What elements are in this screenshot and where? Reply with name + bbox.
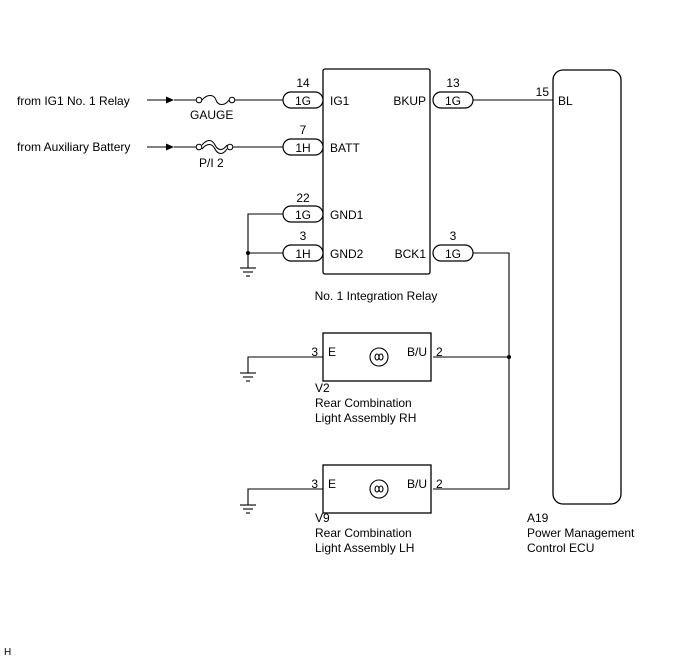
wire-rh-to-ground xyxy=(247,356,323,373)
wire-lh-to-ground xyxy=(247,488,323,505)
rh-bulb-icon xyxy=(369,347,389,367)
relay-ground-icon xyxy=(240,267,256,277)
rh-light-line1: Rear Combination xyxy=(315,396,412,410)
ecu-name-line2: Control ECU xyxy=(527,541,594,555)
ecu-terminal-label: BL xyxy=(558,94,573,108)
pi2-fusible-link-symbol xyxy=(195,139,234,155)
batt-connector-code: 1H xyxy=(295,141,310,155)
ig1-arrow-head xyxy=(166,96,174,104)
source-aux-battery-label: from Auxiliary Battery xyxy=(17,140,130,154)
lh-bulb-icon xyxy=(369,479,389,499)
lh-right-terminal-label: B/U xyxy=(407,477,427,491)
ecu-name-line1: Power Management xyxy=(527,526,635,540)
lh-light-line2: Light Assembly LH xyxy=(315,541,414,555)
gnd2-connector-code: 1H xyxy=(295,247,310,261)
rh-left-pin-number: 3 xyxy=(311,345,318,359)
wire-gnd1-gnd2 xyxy=(247,213,283,254)
gnd1-terminal-label: GND1 xyxy=(330,208,364,222)
rh-light-code: V2 xyxy=(315,381,330,395)
gauge-fuse-label: GAUGE xyxy=(190,108,233,122)
bkup-pin-number: 13 xyxy=(446,76,460,90)
ig1-terminal-label: IG1 xyxy=(330,94,350,108)
bkup-terminal-label: BKUP xyxy=(393,94,426,108)
aux-arrow-head xyxy=(166,143,174,151)
lh-left-terminal-label: E xyxy=(328,477,336,491)
gnd2-pin-number: 3 xyxy=(300,229,307,243)
gnd2-terminal-label: GND2 xyxy=(330,247,364,261)
bck1-pin-number: 3 xyxy=(450,229,457,243)
batt-terminal-label: BATT xyxy=(330,141,360,155)
bus-splice-dot xyxy=(507,355,511,359)
source-ig1-relay-label: from IG1 No. 1 Relay xyxy=(17,94,130,108)
lh-right-pin-number: 2 xyxy=(436,477,443,491)
batt-pin-number: 7 xyxy=(300,123,307,137)
rh-left-terminal-label: E xyxy=(328,345,336,359)
gnd1-pin-number: 22 xyxy=(296,191,310,205)
wire-bck1-bus xyxy=(433,252,510,490)
rh-ground-icon xyxy=(240,372,256,382)
rh-light-line2: Light Assembly RH xyxy=(315,411,416,425)
integration-relay-name: No. 1 Integration Relay xyxy=(315,289,438,303)
corner-mark: H xyxy=(4,647,11,658)
lh-light-line1: Rear Combination xyxy=(315,526,412,540)
lh-ground-icon xyxy=(240,504,256,514)
ecu-box xyxy=(552,69,622,505)
pi2-fuse-label: P/I 2 xyxy=(199,156,224,170)
integration-relay-box xyxy=(322,68,431,275)
bck1-terminal-label: BCK1 xyxy=(395,247,427,261)
lh-light-code: V9 xyxy=(315,511,330,525)
ig1-pin-number: 14 xyxy=(296,76,310,90)
gnd1-connector-code: 1G xyxy=(295,208,311,222)
gauge-fuse-symbol xyxy=(195,94,236,106)
ig1-connector xyxy=(282,91,324,109)
lh-left-pin-number: 3 xyxy=(311,477,318,491)
rh-right-pin-number: 2 xyxy=(436,345,443,359)
ecu-pin-number: 15 xyxy=(536,85,550,99)
bck1-connector-code: 1G xyxy=(445,247,461,261)
ig1-connector-code: 1G xyxy=(295,94,311,108)
ecu-code: A19 xyxy=(527,511,549,525)
batt-connector xyxy=(282,138,324,156)
rh-right-terminal-label: B/U xyxy=(407,345,427,359)
bkup-connector-code: 1G xyxy=(445,94,461,108)
